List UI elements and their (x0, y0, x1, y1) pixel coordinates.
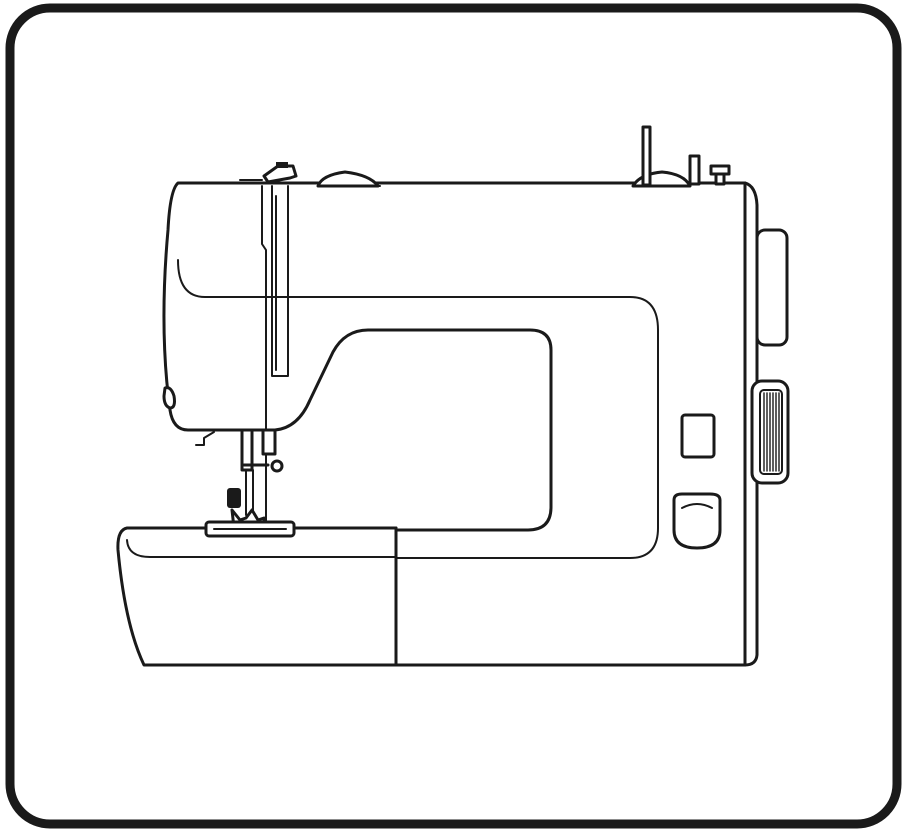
needle-plate (204, 520, 296, 538)
thread-guide (239, 162, 298, 184)
reverse-lever (162, 386, 215, 446)
free-arm-contour (126, 539, 397, 558)
spool-pin-icon (641, 125, 731, 187)
handwheel-icon (750, 379, 790, 485)
sewing-machine-icon (116, 125, 790, 667)
control-recess (672, 492, 722, 550)
machine-body (162, 181, 747, 667)
free-arm-base (116, 526, 398, 667)
stitch-display (680, 413, 716, 459)
arm-contour (177, 259, 659, 559)
